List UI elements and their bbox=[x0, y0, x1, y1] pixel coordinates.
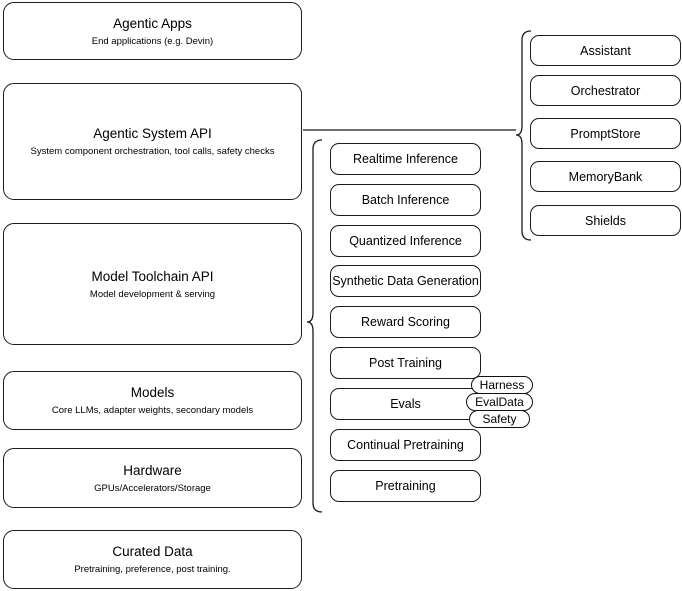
toolchain-item-continual-pretraining[interactable]: Continual Pretraining bbox=[330, 429, 481, 461]
toolchain-item-post-training[interactable]: Post Training bbox=[330, 347, 481, 379]
layer-agentic-system-api[interactable]: Agentic System API System component orch… bbox=[3, 83, 302, 200]
toolchain-item-reward-scoring[interactable]: Reward Scoring bbox=[330, 306, 481, 338]
layer-model-toolchain-api[interactable]: Model Toolchain API Model development & … bbox=[3, 223, 302, 345]
layer-title: Hardware bbox=[123, 462, 182, 478]
system-item-memorybank[interactable]: MemoryBank bbox=[530, 161, 681, 192]
toolchain-item-realtime-inference[interactable]: Realtime Inference bbox=[330, 143, 481, 175]
toolchain-item-batch-inference[interactable]: Batch Inference bbox=[330, 184, 481, 216]
system-item-shields[interactable]: Shields bbox=[530, 205, 681, 236]
system-item-orchestrator[interactable]: Orchestrator bbox=[530, 75, 681, 106]
layer-subtitle: System component orchestration, tool cal… bbox=[30, 146, 275, 157]
evals-tag-safety[interactable]: Safety bbox=[469, 410, 530, 428]
layer-subtitle: GPUs/Accelerators/Storage bbox=[94, 482, 211, 494]
toolchain-item-synthetic-data-generation[interactable]: Synthetic Data Generation bbox=[330, 265, 481, 297]
toolchain-item-evals[interactable]: Evals bbox=[330, 388, 481, 420]
toolchain-brace bbox=[306, 139, 323, 513]
evals-tag-harness[interactable]: Harness bbox=[471, 376, 533, 394]
layer-agentic-apps[interactable]: Agentic Apps End applications (e.g. Devi… bbox=[3, 2, 302, 60]
system-item-promptstore[interactable]: PromptStore bbox=[530, 118, 681, 149]
layer-title: Models bbox=[130, 385, 175, 400]
layer-title: Curated Data bbox=[112, 544, 193, 559]
system-brace bbox=[515, 30, 532, 241]
evals-tag-evaldata[interactable]: EvalData bbox=[466, 393, 533, 411]
layer-models[interactable]: Models Core LLMs, adapter weights, secon… bbox=[3, 371, 302, 430]
layer-curated-data[interactable]: Curated Data Pretraining, preference, po… bbox=[3, 530, 302, 589]
system-item-assistant[interactable]: Assistant bbox=[530, 35, 681, 66]
layer-subtitle: Model development & serving bbox=[89, 288, 216, 300]
toolchain-item-quantized-inference[interactable]: Quantized Inference bbox=[330, 225, 481, 257]
layer-title: Model Toolchain API bbox=[91, 268, 214, 284]
layer-title: Agentic Apps bbox=[113, 15, 192, 31]
toolchain-item-pretraining[interactable]: Pretraining bbox=[330, 470, 481, 502]
layer-subtitle: Pretraining, preference, post training. bbox=[74, 564, 231, 575]
layer-subtitle: End applications (e.g. Devin) bbox=[91, 35, 214, 47]
layer-hardware[interactable]: Hardware GPUs/Accelerators/Storage bbox=[3, 448, 302, 508]
layer-title: Agentic System API bbox=[93, 126, 212, 141]
layer-subtitle: Core LLMs, adapter weights, secondary mo… bbox=[51, 405, 254, 416]
